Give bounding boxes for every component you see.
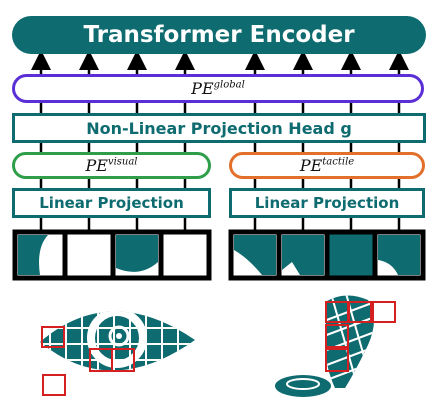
visual-highlight-boxes	[41, 326, 135, 396]
highlight-box	[348, 301, 372, 323]
linear-projection-tactile: Linear Projection	[229, 188, 425, 218]
eye-shape	[40, 311, 195, 371]
pe-visual: PEvisual	[12, 152, 211, 179]
pe-tactile-label: PEtactile	[299, 156, 355, 175]
pe-global: PEglobal	[12, 74, 424, 103]
transformer-encoder-label: Transformer Encoder	[83, 22, 355, 48]
projection-head-label: Non-Linear Projection Head g	[86, 118, 352, 138]
highlight-box	[372, 301, 396, 323]
projection-head: Non-Linear Projection Head g	[12, 113, 426, 143]
highlight-box	[42, 374, 66, 396]
visual-patch	[62, 229, 116, 281]
visual-patch-fill	[18, 235, 48, 275]
eye-illustration	[40, 311, 195, 396]
pe-tactile: PEtactile	[229, 152, 425, 179]
highlight-box	[41, 326, 65, 348]
visual-patch-fill	[116, 235, 158, 272]
visual-patch-tokens	[12, 229, 212, 281]
linear-projection-visual-label: Linear Projection	[39, 194, 184, 212]
tactile-patch-fill	[234, 235, 276, 275]
pe-visual-label: PEvisual	[85, 156, 138, 175]
tactile-patch	[324, 229, 378, 281]
linear-projection-visual: Linear Projection	[12, 188, 211, 218]
transformer-encoder: Transformer Encoder	[12, 16, 426, 54]
highlight-box	[325, 324, 349, 348]
visual-patch	[158, 229, 212, 281]
tactile-patch-tokens	[228, 229, 426, 281]
highlight-box	[111, 348, 135, 372]
tactile-sensor-illustration	[275, 295, 396, 397]
tactile-patch-fill	[282, 235, 324, 275]
tactile-patch-fill	[378, 235, 420, 275]
linear-projection-tactile-label: Linear Projection	[254, 194, 400, 212]
pe-global-label: PEglobal	[191, 79, 245, 98]
tactile-highlight-boxes	[325, 301, 396, 372]
highlight-box	[325, 348, 349, 372]
